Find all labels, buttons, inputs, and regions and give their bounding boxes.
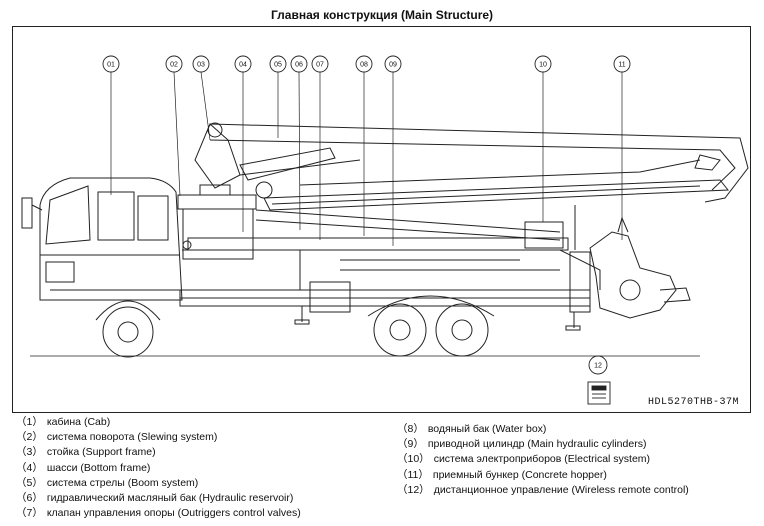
support-frame-shape [177,184,257,260]
model-code: HDL5270THB-37M [648,397,740,408]
callout-08: 08 [360,62,368,69]
callout-02: 02 [170,62,178,69]
drawing-frame [12,26,751,413]
legend-item: （9）приводной цилиндр (Main hydraulic cyl… [397,438,647,451]
legend-item: （5）система стрелы (Boom system) [16,476,199,489]
electrical-box-shape [524,221,564,249]
legend-left: （1）кабина (Cab) （2）система поворота (Sle… [16,415,301,521]
callouts [102,55,631,375]
callout-10: 10 [539,62,547,69]
legend-item: （11）приемный бункер (Concrete hopper) [397,468,607,481]
page-title: Главная конструкция (Main Structure) [270,8,494,22]
legend-right: （8）водяный бак (Water box) （9）приводной … [397,422,689,498]
callout-12: 12 [594,363,602,370]
legend-item: （7）клапан управления опоры (Outriggers c… [16,507,301,520]
hopper-shape [589,216,691,319]
legend-item: （4）шасси (Bottom frame) [16,461,151,474]
callout-11: 11 [618,62,625,69]
legend-item: （12）дистанционное управление (Wireless r… [397,483,689,496]
legend-item: （2）система поворота (Slewing system) [16,431,218,444]
legend-item: （10）система электроприборов (Electrical … [397,453,651,466]
legend-item: （3）стойка (Support frame) [16,446,156,459]
legend-item: （8）водяный бак (Water box) [397,423,547,435]
callout-07: 07 [316,62,324,69]
wheels-shape [95,295,495,358]
chassis-frame-shape [179,237,601,331]
callout-09: 09 [389,62,397,69]
callout-04: 04 [239,62,247,69]
callout-03: 03 [197,62,205,69]
boom-shape [194,122,749,250]
legend-item: （6）гидравлический масляный бак (Hydrauli… [16,492,294,505]
cab-shape [21,177,183,301]
legend-item: （1）кабина (Cab) [16,416,111,428]
callout-01: 01 [107,62,115,69]
callout-05: 05 [274,62,282,69]
callout-06: 06 [295,62,303,69]
remote-control-icon [587,381,611,405]
